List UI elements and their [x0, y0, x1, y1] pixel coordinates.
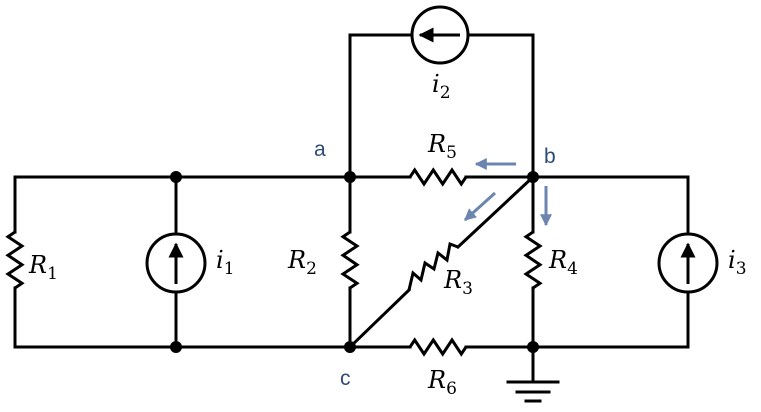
resistor-r3: [407, 241, 459, 291]
node-label-b: b: [544, 145, 556, 168]
junction-dot-top-i1: [170, 171, 182, 183]
resistor-r2: [340, 230, 360, 290]
label-r3: R3: [443, 266, 473, 299]
label-r4: R4: [548, 246, 578, 279]
wire-r3-upper: [455, 174, 536, 250]
junction-dot-c: [344, 341, 356, 353]
current-source-i1: [145, 232, 207, 294]
label-r6: R6: [427, 366, 457, 399]
current-arrow-r3-icon: [463, 191, 497, 222]
label-i2: i2: [432, 70, 451, 103]
junction-dot-bottom-i1: [170, 341, 182, 353]
node-label-a: a: [314, 138, 326, 161]
label-r5: R5: [427, 130, 457, 163]
label-i1: i1: [216, 246, 235, 279]
wires: [13, 33, 690, 383]
junction-dot-a: [344, 171, 356, 183]
label-i3: i3: [728, 246, 747, 279]
resistor-r1: [5, 230, 25, 290]
wire-r3-lower: [347, 287, 412, 350]
resistor-r5: [408, 167, 468, 187]
current-source-i2: [410, 5, 470, 65]
resistor-r4: [523, 230, 543, 290]
label-r2: R2: [287, 246, 317, 279]
resistor-r6: [408, 337, 468, 357]
label-r1: R1: [28, 251, 58, 284]
node-label-c: c: [340, 367, 351, 390]
junction-dot-ground: [527, 341, 539, 353]
current-source-i3: [657, 232, 719, 294]
ground-icon: [506, 380, 560, 403]
junction-dot-b: [527, 171, 539, 183]
